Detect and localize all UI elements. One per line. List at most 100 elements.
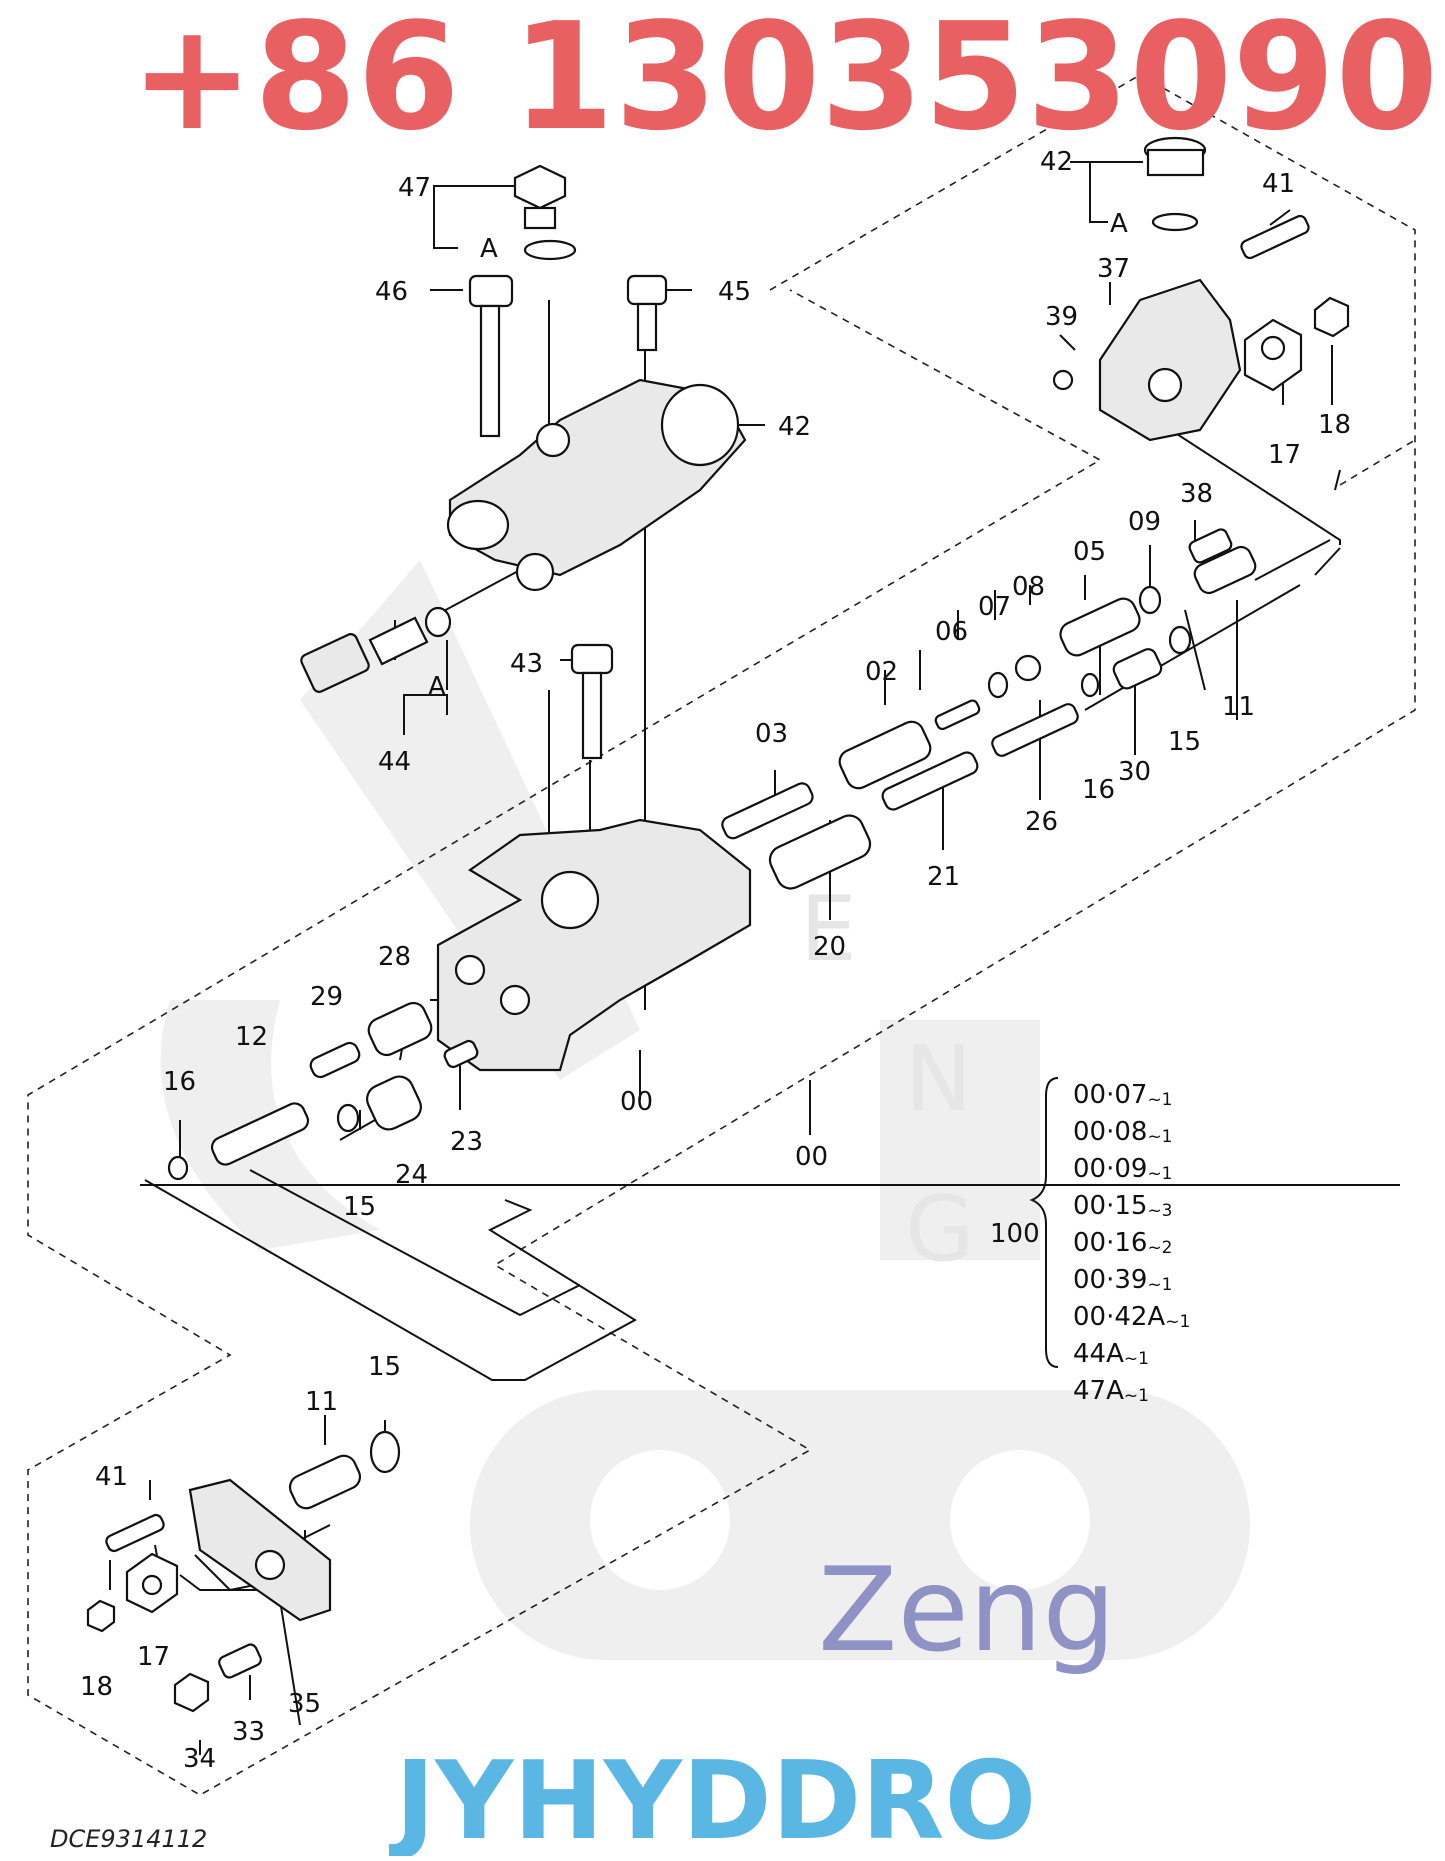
spring-11a (1193, 545, 1257, 595)
kit-item-4: 00·16~2 (1073, 1228, 1173, 1258)
plug-23 (443, 1039, 479, 1069)
dashed-boundaries (27, 74, 1416, 1796)
spool-26 (991, 703, 1079, 757)
spring-05 (1059, 597, 1141, 657)
hex-nut-34 (173, 1672, 210, 1713)
oring-15b (336, 1103, 360, 1133)
label-47: 47 (398, 173, 431, 203)
leader-lines (109, 161, 1400, 1755)
kit-rows: 00·07~100·08~100·09~100·15~300·16~200·39… (1073, 1080, 1190, 1406)
kit-brace (1029, 1077, 1059, 1368)
cover-bore (1147, 367, 1183, 403)
bolt-45-shank (636, 302, 658, 352)
label-05: 05 (1073, 537, 1106, 567)
solenoid-coil-end (660, 383, 740, 467)
kit-item-code: 00·07 (1073, 1080, 1147, 1110)
washer-08 (1014, 654, 1042, 682)
kit-item-code: 00·16 (1073, 1228, 1147, 1258)
label-43: 43 (510, 649, 543, 679)
spool-03 (721, 782, 814, 840)
repair-kit-list: 100 00·07~100·08~100·09~100·15~300·16~20… (990, 1077, 1190, 1406)
spring-11b (288, 1454, 362, 1510)
kit-item-6: 00·42A~1 (1073, 1302, 1190, 1332)
label-00-body: 00 (620, 1087, 653, 1117)
zeng-watermark: Zeng (818, 1543, 1116, 1678)
pressure-sensor-44 (300, 633, 370, 693)
label-11-top: 11 (1222, 692, 1255, 722)
label-33: 33 (232, 1717, 265, 1747)
label-38: 38 (1180, 479, 1213, 509)
body-bore-left (454, 954, 486, 986)
kit-item-code: 44A (1073, 1339, 1124, 1369)
label-37: 37 (1097, 254, 1130, 284)
kit-item-code: 00·09 (1073, 1154, 1147, 1184)
label-16-top: 16 (1082, 775, 1115, 805)
callout-a-1: A (480, 234, 498, 264)
logo-letter-n: N (905, 1027, 972, 1132)
logo-wheel-2 (950, 1450, 1090, 1590)
label-15-top: 15 (1168, 727, 1201, 757)
sleeve-20 (768, 814, 872, 890)
brand-watermark: JYHYDDRO (388, 1739, 1036, 1856)
label-45: 45 (718, 277, 751, 307)
label-46: 46 (375, 277, 408, 307)
phone-watermark: +86 13035309093 (130, 0, 1445, 163)
label-20: 20 (813, 932, 846, 962)
kit-item-1: 00·08~1 (1073, 1117, 1173, 1147)
label-07: 07 (978, 592, 1011, 622)
label-39: 39 (1045, 302, 1078, 332)
kit-item-qty: ~1 (1147, 1164, 1172, 1184)
label-29: 29 (310, 982, 343, 1012)
spring-29 (309, 1041, 361, 1079)
label-00-assy: 00 (795, 1142, 828, 1172)
bolt-41b (105, 1513, 165, 1553)
label-02: 02 (865, 657, 898, 687)
label-17-bottom: 17 (137, 1642, 170, 1672)
label-41-top: 41 (1262, 169, 1295, 199)
oring-07 (987, 671, 1009, 699)
end-plate-35 (188, 1478, 332, 1622)
cover-plate-37 (1098, 278, 1242, 442)
solenoid-front-port (515, 552, 555, 592)
kit-item-7: 44A~1 (1073, 1339, 1149, 1369)
plug-47-stem (523, 206, 557, 230)
kit-item-qty: ~2 (1147, 1238, 1172, 1258)
body-main-bore (540, 870, 600, 930)
plug-38 (1188, 528, 1233, 564)
kit-item-2: 00·09~1 (1073, 1154, 1173, 1184)
hex-nut-17a-hole (1260, 335, 1286, 361)
label-28: 28 (378, 942, 411, 972)
label-08: 08 (1012, 572, 1045, 602)
label-18-bottom: 18 (80, 1672, 113, 1702)
hex-nut-18b (86, 1599, 116, 1633)
label-15-left: 15 (343, 1192, 376, 1222)
oring-47a (523, 239, 577, 261)
oring-16b (167, 1155, 189, 1181)
sensor-body (368, 616, 429, 666)
label-24: 24 (395, 1160, 428, 1190)
label-06: 06 (935, 617, 968, 647)
hex-nut-17b-hole (141, 1574, 163, 1596)
sleeve-02 (838, 720, 932, 790)
solenoid-top-port (535, 422, 571, 458)
label-03: 03 (755, 719, 788, 749)
kit-item-qty: ~1 (1147, 1127, 1172, 1147)
hex-plug-47 (513, 164, 567, 210)
label-42-plug: 42 (1040, 147, 1073, 177)
label-42-block: 42 (778, 412, 811, 442)
logo-letter-e: E (800, 877, 857, 982)
solenoid-port (446, 499, 510, 551)
spring-28 (367, 1001, 433, 1057)
kit-item-qty: ~1 (1124, 1349, 1149, 1369)
label-21: 21 (927, 862, 960, 892)
kit-item-0: 00·07~1 (1073, 1080, 1173, 1110)
label-12: 12 (235, 1022, 268, 1052)
spool-12 (210, 1102, 310, 1166)
kit-item-qty: ~1 (1147, 1275, 1172, 1295)
label-16-left: 16 (163, 1067, 196, 1097)
kit-item-code: 47A (1073, 1376, 1124, 1406)
label-44: 44 (378, 747, 411, 777)
kit-item-qty: ~3 (1147, 1201, 1172, 1221)
